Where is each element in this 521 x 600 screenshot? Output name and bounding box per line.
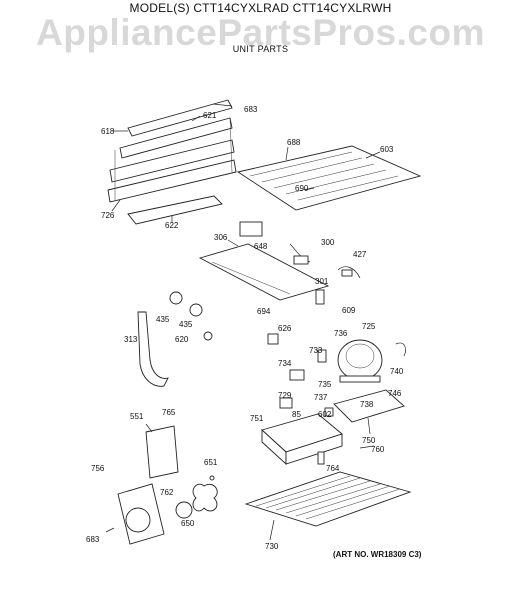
callout-313: 313	[124, 335, 138, 344]
callout-648: 648	[254, 242, 268, 251]
callout-618: 618	[101, 127, 115, 136]
part-wire-harness	[289, 243, 361, 305]
part-condenser-coil	[244, 471, 412, 541]
callout-738: 738	[360, 400, 374, 409]
part-access-panel	[145, 423, 179, 479]
callout-683: 683	[244, 105, 258, 114]
callout-746: 746	[388, 389, 402, 398]
callout-690: 690	[295, 184, 309, 193]
watermark: AppliancePartsPros.com	[36, 12, 485, 53]
callout-729: 729	[278, 391, 292, 400]
callout-621: 621	[203, 111, 217, 120]
part-compressor	[337, 339, 406, 383]
callout-751: 751	[250, 414, 264, 423]
callout-602: 602	[318, 410, 332, 419]
callout-756: 756	[91, 464, 105, 473]
part-relay-components	[267, 333, 334, 417]
callout-765: 765	[162, 408, 176, 417]
part-drip-tray	[127, 195, 223, 225]
part-base-plate	[198, 221, 330, 301]
part-condenser-fan	[105, 475, 218, 545]
callout-740: 740	[390, 367, 404, 376]
part-drain-pan	[261, 413, 343, 466]
callout-750: 750	[362, 436, 376, 445]
callout-620: 620	[175, 335, 189, 344]
callout-736: 736	[334, 329, 348, 338]
callout-650: 650	[181, 519, 195, 528]
callout-300: 300	[321, 238, 335, 247]
callout-683-b: 683	[86, 535, 100, 544]
callout-764: 764	[326, 464, 340, 473]
callout-737: 737	[314, 393, 328, 402]
part-clip	[317, 445, 375, 465]
callout-labels: 683 621 618 688 603 690 726 622 306 648 …	[86, 105, 404, 551]
callout-688: 688	[287, 138, 301, 147]
callout-651: 651	[204, 458, 218, 467]
callout-726: 726	[101, 211, 115, 220]
callout-725: 725	[362, 322, 376, 331]
callout-551: 551	[130, 412, 144, 421]
callout-730: 730	[265, 542, 279, 551]
part-shelf-rail	[107, 99, 237, 212]
callout-435-b: 435	[179, 320, 193, 329]
art-number: (ART NO. WR18309 C3)	[333, 550, 422, 559]
callout-435-a: 435	[156, 315, 170, 324]
callout-622: 622	[165, 221, 179, 230]
callout-760: 760	[371, 445, 385, 454]
callout-735: 735	[318, 380, 332, 389]
callout-626: 626	[278, 324, 292, 333]
section-title: UNIT PARTS	[232, 44, 289, 54]
callout-734: 734	[278, 359, 292, 368]
part-evaporator-cover	[236, 145, 422, 211]
model-title: MODEL(S) CTT14CYXLRAD CTT14CYXLRWH	[129, 1, 392, 15]
callout-85: 85	[292, 410, 301, 419]
part-bracket	[333, 389, 405, 435]
callout-427: 427	[353, 250, 367, 259]
callout-762: 762	[160, 488, 174, 497]
callout-609: 609	[342, 306, 356, 315]
callout-306: 306	[214, 233, 228, 242]
callout-603: 603	[380, 145, 394, 154]
part-drain-parts	[137, 291, 213, 387]
callout-694: 694	[257, 307, 271, 316]
callout-733: 733	[309, 346, 323, 355]
callout-301: 301	[315, 277, 329, 286]
